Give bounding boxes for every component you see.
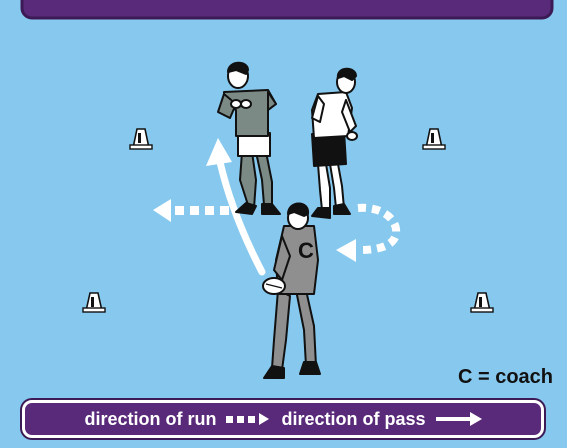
legend-pass: direction of pass <box>281 409 481 430</box>
title-banner <box>22 0 552 18</box>
legend-run: direction of run <box>84 409 269 430</box>
dashed-arrow-icon <box>226 413 269 425</box>
solid-arrow-icon <box>436 412 482 426</box>
legend-pass-label: direction of pass <box>281 409 425 430</box>
coach-bib-letter: C <box>298 238 314 263</box>
legend-banner: direction of run direction of pass <box>22 400 544 438</box>
legend-run-label: direction of run <box>84 409 216 430</box>
coach-legend-note: C = coach <box>458 366 553 389</box>
